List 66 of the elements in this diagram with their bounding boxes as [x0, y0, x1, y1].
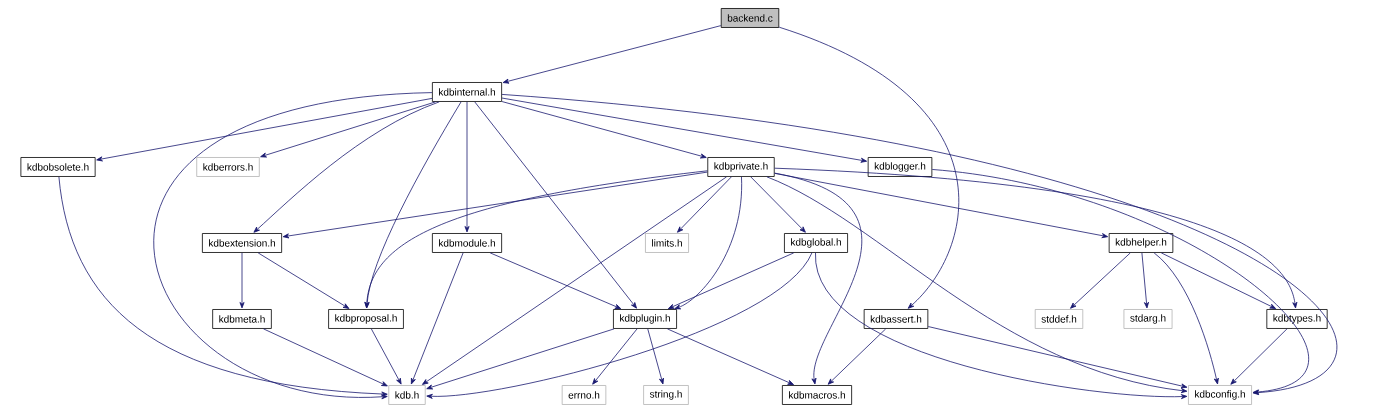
- arrow: [1230, 328, 1288, 385]
- arrow: [667, 328, 794, 386]
- file-box: kdbmacros.h: [782, 385, 853, 405]
- arrow: [364, 170, 708, 309]
- arrow: [257, 252, 350, 309]
- arrow: [96, 98, 433, 162]
- arrow: [489, 252, 622, 310]
- arrow: [464, 101, 470, 233]
- file-box: errno.h: [561, 385, 607, 405]
- arrow: [677, 176, 732, 233]
- file-box: kdbplugin.h: [613, 309, 677, 329]
- arrow: [827, 328, 887, 385]
- arrow: [674, 176, 742, 310]
- file-box: kdbtypes.h: [1266, 309, 1328, 329]
- arrow: [501, 94, 1338, 396]
- arrow: [931, 169, 1309, 395]
- arrow: [1141, 252, 1149, 309]
- file-box: kdbmeta.h: [212, 309, 272, 329]
- file-box: kdbinternal.h: [432, 82, 503, 102]
- arrow: [815, 252, 1188, 400]
- arrow: [592, 328, 638, 385]
- file-box: kdblogger.h: [867, 157, 933, 177]
- arrow: [426, 252, 813, 399]
- arrow: [410, 252, 464, 385]
- arrow: [239, 252, 245, 309]
- arrow: [778, 26, 960, 309]
- arrow: [263, 328, 388, 387]
- file-box: kdbhelper.h: [1108, 233, 1174, 253]
- arrow: [426, 328, 615, 390]
- file-box: kdberrors.h: [196, 157, 260, 177]
- arrow: [774, 167, 1298, 309]
- arrow: [422, 176, 727, 385]
- arrow: [647, 328, 664, 385]
- file-box: kdbassert.h: [863, 309, 929, 329]
- arrow: [260, 101, 436, 158]
- arrow: [774, 172, 1109, 239]
- arrow: [370, 328, 402, 385]
- arrow: [667, 252, 795, 310]
- file-box: limits.h: [645, 233, 689, 253]
- file-box: kdbproposal.h: [328, 309, 404, 329]
- file-box: string.h: [643, 385, 689, 405]
- arrow: [364, 101, 462, 309]
- arrow: [501, 101, 707, 159]
- arrow: [766, 176, 1188, 394]
- file-box: stddef.h: [1034, 309, 1084, 329]
- arrow: [750, 176, 806, 233]
- arrow: [253, 101, 440, 233]
- file-box: kdbextension.h: [202, 233, 283, 253]
- file-box: kdbconfig.h: [1188, 385, 1252, 405]
- arrow: [1153, 252, 1219, 385]
- file-box: stdarg.h: [1123, 309, 1173, 329]
- arrow: [501, 97, 868, 163]
- arrow: [154, 92, 433, 400]
- arrow: [474, 101, 637, 309]
- file-box: backend.c: [720, 8, 780, 28]
- file-box: kdbprivate.h: [707, 157, 775, 177]
- file-box: kdb.h: [388, 385, 426, 405]
- arrow: [502, 25, 722, 84]
- arrow: [1070, 252, 1131, 309]
- file-box: kdbmodule.h: [432, 233, 503, 253]
- arrow: [927, 326, 1188, 389]
- file-box: kdbglobal.h: [784, 233, 848, 253]
- arrow: [1160, 252, 1277, 309]
- arrow: [282, 171, 708, 239]
- arrow: [58, 176, 388, 397]
- file-box: kdbobsolete.h: [20, 157, 96, 177]
